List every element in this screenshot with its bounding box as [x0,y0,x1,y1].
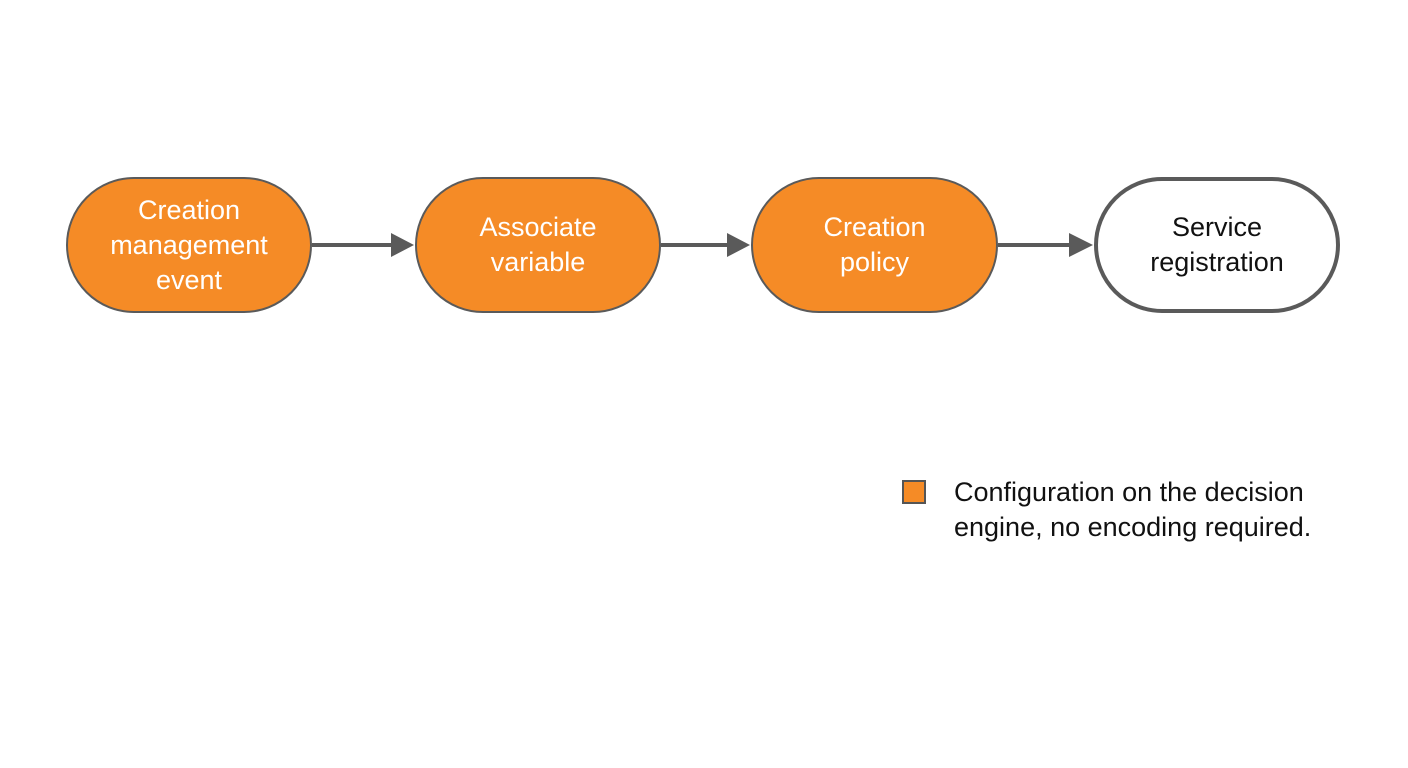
step-label: Creation policy [823,212,926,277]
step-creation-management-event: Creation management event [66,177,312,313]
arrow-2-to-3 [661,233,750,257]
arrow-3-to-4 [998,233,1093,257]
step-service-registration: Service registration [1094,177,1340,313]
step-creation-policy: Creation policy [751,177,998,313]
step-label: Service registration [1150,212,1284,277]
arrow-1-to-2 [312,233,414,257]
legend-swatch-orange [902,480,926,504]
step-label: Associate variable [479,212,597,277]
step-associate-variable: Associate variable [415,177,661,313]
step-label: Creation management event [110,194,268,295]
legend-text: Configuration on the decision engine, no… [954,477,1312,542]
